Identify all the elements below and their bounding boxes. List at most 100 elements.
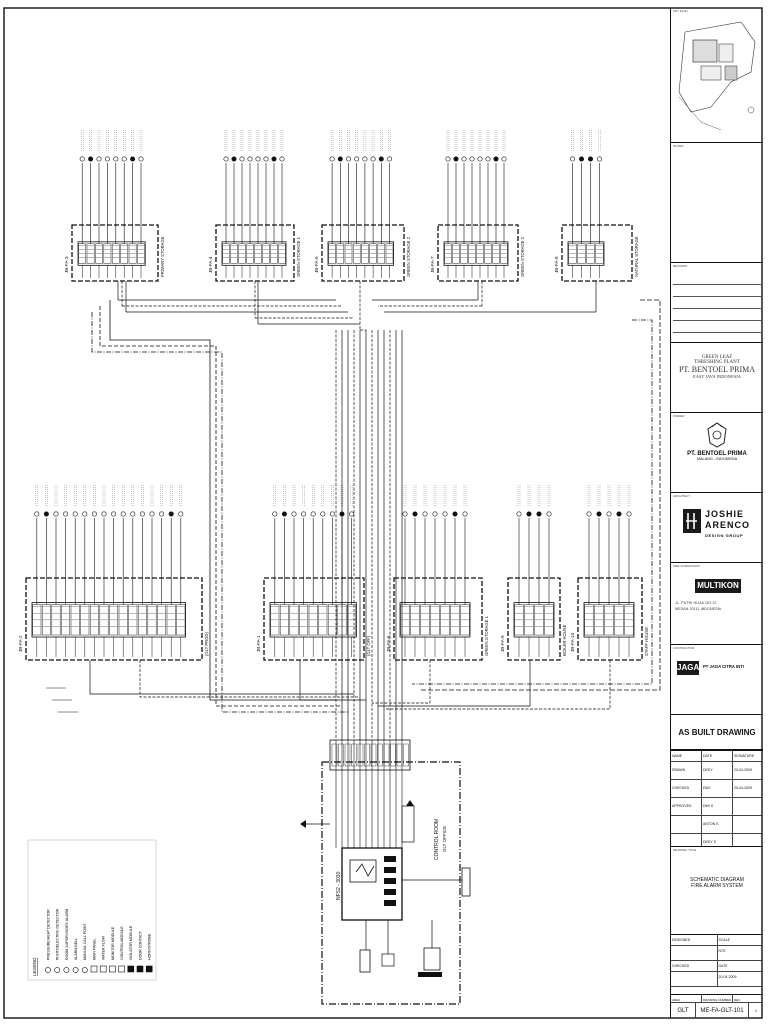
legend-symbol xyxy=(109,965,116,973)
junction-box-frame xyxy=(71,224,159,282)
device-symbol xyxy=(247,156,253,162)
drawing-scale: NTS xyxy=(718,949,726,953)
device-symbol xyxy=(516,511,522,517)
junction-box-frame xyxy=(263,577,365,661)
legend-symbol xyxy=(81,967,88,973)
terminal-strip xyxy=(221,241,287,266)
device-symbol xyxy=(178,511,184,517)
owner-crest-icon xyxy=(707,422,727,448)
drawing-status: AS BUILT DRAWING xyxy=(678,728,756,737)
device-symbol xyxy=(616,511,622,517)
device-symbol xyxy=(101,511,107,517)
legend-symbol xyxy=(72,967,79,973)
device-symbol xyxy=(337,156,343,162)
device-symbol xyxy=(272,511,278,517)
device-symbol xyxy=(402,511,408,517)
device-symbol xyxy=(596,511,602,517)
panel-terminal xyxy=(364,743,370,767)
legend-symbol xyxy=(145,965,153,973)
junction-box-frame xyxy=(561,224,633,282)
mep-logo: MULTIKON xyxy=(695,579,741,593)
sign-date xyxy=(733,834,763,846)
device-symbol xyxy=(626,511,632,517)
sign-name: DEDY S xyxy=(702,834,733,846)
legend-item: PHOTOELECTRIC DETECTOR xyxy=(56,908,60,960)
legend-item: MONITOR MODULE xyxy=(111,926,115,960)
legend-item: HORN/STROBE xyxy=(148,933,152,960)
device-symbol xyxy=(493,156,499,162)
device-symbol xyxy=(130,511,136,517)
drawing-date: 20-04-2009 xyxy=(718,975,737,979)
device-symbol xyxy=(432,511,438,517)
device-symbol xyxy=(320,511,326,517)
device-symbol xyxy=(291,511,297,517)
device-symbol xyxy=(63,511,69,517)
revision-table: REVISION xyxy=(671,263,763,343)
device-symbol xyxy=(445,156,451,162)
junction-box-frame xyxy=(507,577,561,661)
legend-item: MAIN PANEL xyxy=(92,938,96,960)
control-room-sub: GLT OFFICE xyxy=(442,826,447,852)
device-symbol xyxy=(111,511,117,517)
device-symbol xyxy=(88,156,94,162)
drawing-title-1: SCHEMATIC DIAGRAM xyxy=(690,877,744,883)
panel-terminal xyxy=(357,743,364,767)
sign-name: ANTON S xyxy=(702,816,733,833)
terminal-strip xyxy=(327,241,394,266)
junction-box-label: JB-FA-6 xyxy=(386,635,391,652)
device-symbol xyxy=(113,156,119,162)
device-symbol xyxy=(72,511,78,517)
device-symbol xyxy=(378,156,384,162)
legend-item: CONTROL MODULE xyxy=(120,926,124,960)
junction-box-location: STAFF HOUSE xyxy=(644,627,649,656)
panel-terminal xyxy=(338,743,344,767)
device-symbol xyxy=(349,511,355,517)
device-symbol xyxy=(301,511,307,517)
junction-box-location: NATURAL STORAGE xyxy=(634,236,639,277)
device-symbol xyxy=(263,156,269,162)
device-symbol xyxy=(279,156,285,162)
contractor-logo: JAGA xyxy=(677,661,699,675)
sign-role xyxy=(671,816,702,833)
device-symbol xyxy=(412,511,418,517)
device-symbol xyxy=(526,511,532,517)
legend-symbol xyxy=(45,967,51,973)
device-symbol xyxy=(442,511,448,517)
junction-box-label: JB-FA-3 xyxy=(64,256,69,273)
device-symbol xyxy=(345,156,351,162)
sign-name: DEDY xyxy=(702,762,733,779)
legend-item: WATER FLOW xyxy=(102,935,106,960)
printer-base xyxy=(418,972,442,977)
junction-box-label: JB-FA-2 xyxy=(18,635,23,652)
junction-box-label: JB-FA-4 xyxy=(208,256,213,273)
junction-box-location: GREEN STORAGE 1 xyxy=(296,236,301,277)
device-symbol xyxy=(606,511,612,517)
device-symbol xyxy=(422,511,428,517)
device-symbol xyxy=(461,156,467,162)
panel-display-icon xyxy=(355,863,375,877)
arrow-left-icon xyxy=(300,820,306,828)
mep-block: M&E CONSULTANT MULTIKON JL. PUTRI HIJAU … xyxy=(671,563,763,645)
panel-module xyxy=(384,867,396,873)
panel-module xyxy=(384,900,396,906)
notes-area: NOTES xyxy=(671,143,763,263)
legend-item: MANUAL CALL POINT xyxy=(83,923,87,960)
junction-box-bottom: JB-FA-2(GLT PROD) xyxy=(18,484,209,661)
legend-item: PRESSURE/HEAT DETECTOR xyxy=(46,909,50,960)
legend-item: ROOM SUPERVISORY ALARM xyxy=(65,909,69,960)
terminal-strip xyxy=(77,241,146,266)
panel-terminal xyxy=(403,743,409,767)
device-symbol xyxy=(53,511,59,517)
legend-symbol xyxy=(99,965,107,973)
panel-module xyxy=(384,889,396,895)
owner-name: PT. BENTOEL PRIMA xyxy=(687,451,747,457)
device-symbol xyxy=(462,511,468,517)
sign-name: DWI S xyxy=(702,798,733,815)
device-symbol xyxy=(370,156,376,162)
